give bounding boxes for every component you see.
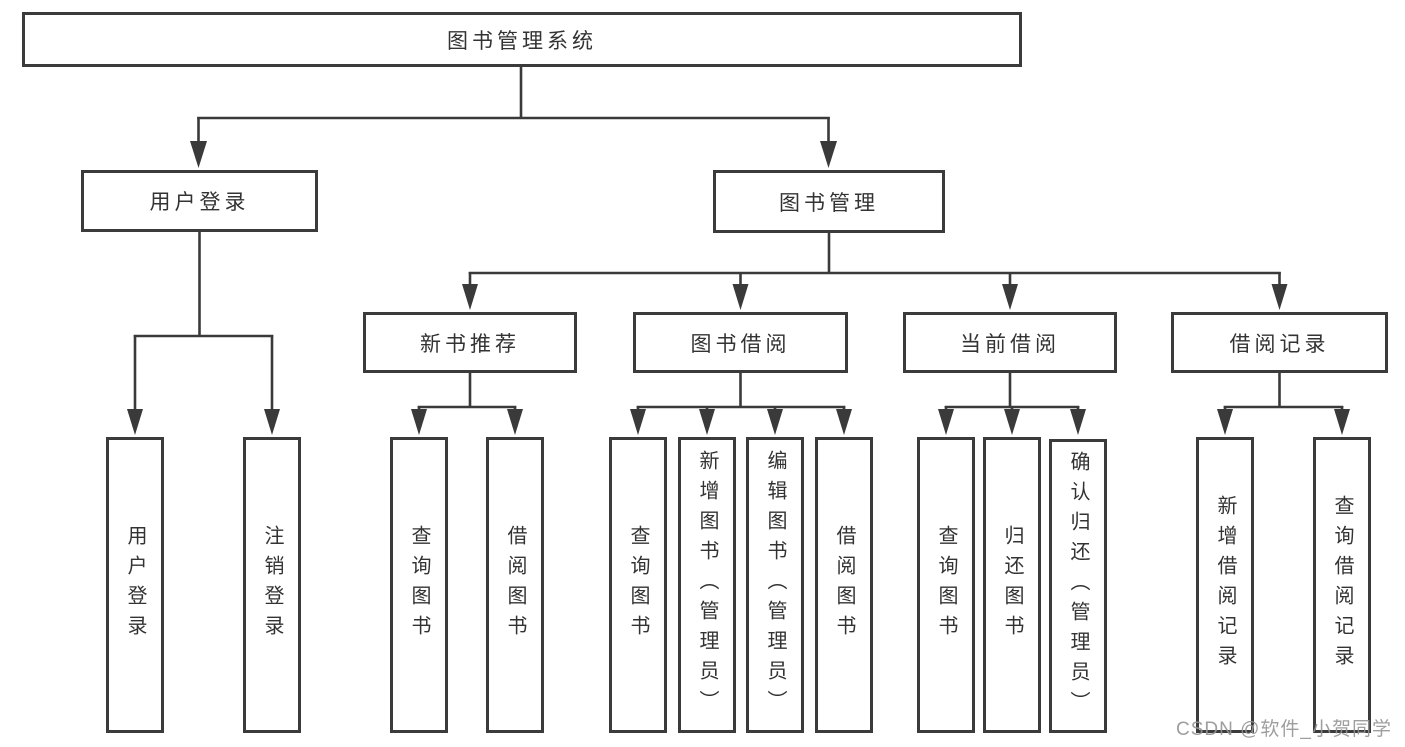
node-current-borrowing: 当前借阅	[903, 312, 1117, 373]
leaf-query-borrow-record: 查询借阅记录	[1313, 437, 1371, 733]
leaf-logout: 注销登录	[243, 437, 301, 733]
leaf-edit-books-admin: 编辑图书（管理员）	[746, 437, 804, 733]
node-book-borrowing: 图书借阅	[633, 312, 848, 373]
leaf-query-books-recommend: 查询图书	[390, 437, 448, 733]
leaf-query-books-current: 查询图书	[917, 437, 975, 733]
arrowhead-icons	[127, 141, 1350, 435]
leaf-borrow-books-recommend: 借阅图书	[486, 437, 544, 733]
node-book-management: 图书管理	[713, 170, 945, 233]
leaf-return-books: 归还图书	[983, 437, 1041, 733]
node-new-book-recommendation: 新书推荐	[363, 312, 577, 373]
leaf-add-borrow-record: 新增借阅记录	[1196, 437, 1254, 733]
leaf-query-books-borrowing: 查询图书	[609, 437, 667, 733]
node-user-login: 用户登录	[81, 170, 318, 232]
leaf-confirm-return-admin: 确认归还（管理员）	[1049, 439, 1107, 733]
node-root: 图书管理系统	[22, 12, 1022, 67]
leaf-borrow-books-borrowing: 借阅图书	[815, 437, 873, 733]
leaf-user-login: 用户登录	[106, 437, 164, 733]
csdn-watermark: CSDN @软件_小贺同学	[1176, 719, 1392, 740]
node-borrowing-records: 借阅记录	[1171, 312, 1388, 373]
leaf-add-books-admin: 新增图书（管理员）	[678, 437, 736, 733]
